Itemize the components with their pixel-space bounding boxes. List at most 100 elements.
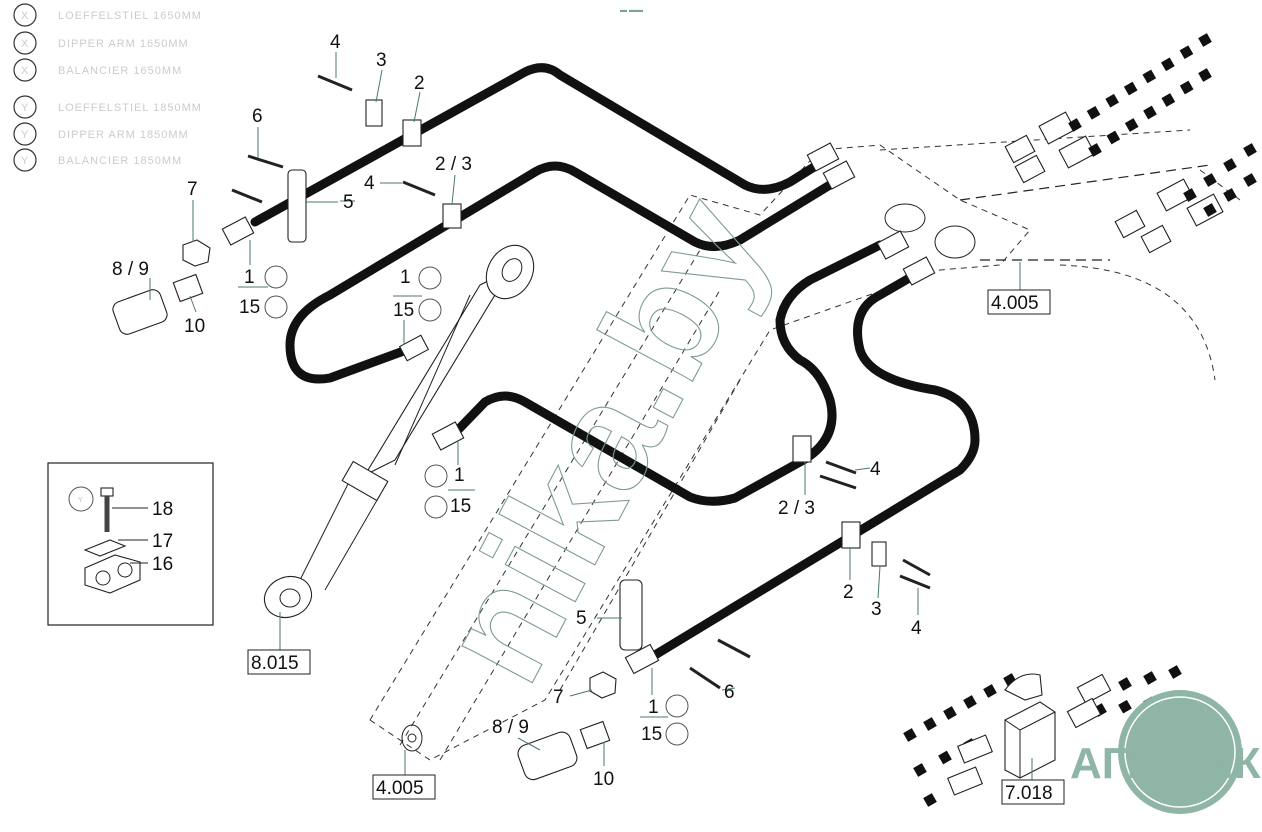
legend-row: Y BALANCIER 1850MM [13, 148, 182, 172]
label-15: 15 [450, 496, 471, 517]
hose-middle-a [450, 240, 885, 506]
variant-y-circle [264, 295, 288, 319]
label-4: 4 [364, 173, 375, 194]
adapter-part-10 [579, 720, 611, 750]
label-7: 7 [187, 179, 198, 200]
label-10: 10 [184, 316, 205, 337]
label-5: 5 [343, 192, 354, 213]
pipe-dash-segment [1118, 677, 1132, 691]
label-5: 5 [576, 608, 587, 629]
legend-text: LOEFFELSTIEL 1850MM [58, 102, 202, 114]
hose-end-fitting [624, 643, 660, 675]
pipe-dash-segment [983, 684, 997, 698]
label-7: 7 [553, 687, 564, 708]
valve-block [947, 673, 1112, 796]
hose-end-fitting [822, 160, 856, 190]
variant-legend: X LOEFFELSTIEL 1650MM X DIPPER ARM 1650M… [13, 3, 202, 172]
label-1: 1 [244, 267, 255, 288]
part-labels: 4 3 2 6 7 5 4 2 / 3 8 / 9 10 1 15 1 15 1… [112, 32, 922, 790]
legend-text: DIPPER ARM 1850MM [58, 129, 189, 141]
pipe-dash-segment [938, 750, 952, 765]
label-18: 18 [152, 499, 173, 520]
hose-clamps [287, 99, 887, 651]
label-4: 4 [330, 32, 341, 53]
legend-symbol: Y [21, 102, 29, 114]
pipe-dash-segment [1161, 57, 1175, 72]
pipe-dash-segment [1203, 173, 1217, 187]
label-2-3: 2 / 3 [778, 498, 815, 519]
label-8-9: 8 / 9 [112, 259, 149, 280]
pipe-dash-segment [1118, 699, 1132, 714]
bracket [619, 579, 643, 651]
pipe-dash-segment [923, 793, 937, 807]
variant-symbol: Y [78, 497, 83, 504]
legend-text: LOEFFELSTIEL 1650MM [58, 10, 202, 22]
label-17: 17 [152, 531, 173, 552]
bolt-head [100, 487, 114, 497]
ref-valve-block[interactable]: 7.018 [1005, 783, 1053, 804]
hose-end-fitting [806, 142, 840, 172]
hose-end-fitting [876, 230, 910, 260]
agronika-logo: АГРО НКА [1070, 690, 1262, 814]
legend-text: DIPPER ARM 1650MM [58, 38, 189, 50]
variant-y-circle [418, 298, 442, 322]
legend-symbol: X [21, 38, 29, 50]
pipe-dash-segment [1143, 671, 1157, 685]
pipe-dash-segment [1161, 93, 1176, 107]
watermark-text: nika.by [407, 172, 798, 707]
watermark-site: nika.by [407, 171, 799, 707]
variant-x-circle [665, 694, 689, 718]
label-4: 4 [911, 618, 922, 639]
legend-row: Y LOEFFELSTIEL 1850MM [13, 95, 202, 119]
legend-row: Y DIPPER ARM 1850MM [13, 122, 189, 146]
hose-middle-b [650, 268, 980, 660]
ref-cylinder[interactable]: 8.015 [251, 653, 299, 674]
clamp-block [792, 435, 812, 463]
label-15: 15 [239, 297, 260, 318]
legend-symbol: X [21, 10, 29, 22]
pipe-dash-segment [1105, 93, 1119, 108]
legend-text: BALANCIER 1650MM [58, 65, 182, 77]
label-1: 1 [454, 465, 465, 486]
hose-upper-a [250, 63, 827, 227]
hydraulic-cylinder [263, 244, 535, 619]
pipe-dash-segment [1086, 106, 1101, 120]
variant-y-circle [13, 95, 37, 119]
clamp-plate [365, 99, 383, 127]
pipe-dash-segment [1123, 81, 1138, 96]
pipe-dash-segment [1223, 188, 1237, 202]
variant-y-circle [13, 148, 37, 172]
label-6: 6 [252, 106, 263, 127]
bolts [231, 74, 931, 690]
reference-boxes: 8.015 4.005 4.005 7.018 [247, 289, 1065, 805]
legend-text: BALANCIER 1850MM [58, 155, 182, 167]
pipe-dash-segment [963, 695, 977, 709]
clamp-block [402, 119, 422, 147]
clamp-block [442, 203, 462, 229]
legend-symbol: X [21, 65, 29, 77]
ref-arm-bottom[interactable]: 4.005 [376, 778, 424, 799]
clamp-plate [871, 541, 887, 567]
hose-upper-b [285, 161, 843, 384]
cylinder-gland [341, 460, 389, 502]
pipe-dash-segment [1179, 80, 1194, 95]
variant-x-circle [13, 31, 37, 55]
bracket [287, 169, 307, 243]
cylinder-eye-bottom [263, 575, 313, 619]
legend-symbol: Y [21, 129, 29, 141]
variant-x-circle [13, 3, 37, 27]
label-15: 15 [393, 300, 414, 321]
fittings-bottom [517, 671, 617, 781]
label-8-9: 8 / 9 [492, 717, 529, 738]
label-1: 1 [648, 697, 659, 718]
label-10: 10 [593, 769, 614, 790]
plug-part-7 [589, 671, 617, 699]
label-3: 3 [376, 50, 387, 71]
pipe-dash-segment [1179, 45, 1194, 59]
ref-arm-top[interactable]: 4.005 [991, 293, 1039, 314]
variant-x-circle [13, 58, 37, 82]
pipe-dash-segment [1106, 130, 1121, 145]
washer-plate [83, 539, 127, 557]
legend-symbol: Y [21, 155, 29, 167]
